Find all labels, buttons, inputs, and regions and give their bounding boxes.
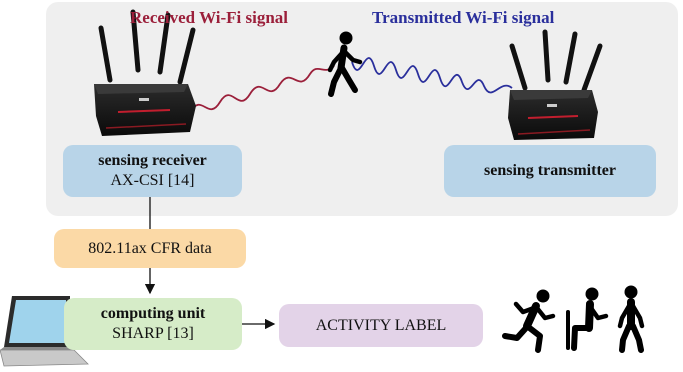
computing-unit-box: computing unit SHARP [13] (64, 298, 242, 350)
activity-label-text: ACTIVITY LABEL (315, 316, 447, 334)
cfr-data-box: 802.11ax CFR data (54, 229, 246, 268)
walking-person-icon (327, 31, 363, 97)
sensing-receiver-subtitle: AX-CSI [14] (110, 172, 195, 189)
sitting-person-icon (566, 287, 609, 351)
router-icon (94, 9, 196, 136)
sensing-transmitter-title: sensing transmitter (484, 162, 616, 179)
computing-unit-subtitle: SHARP [13] (112, 325, 194, 342)
router-icon (508, 29, 603, 140)
laptop-icon (0, 296, 89, 367)
transmitted-signal-label: Transmitted Wi-Fi signal (372, 8, 555, 27)
sensing-transmitter-box: sensing transmitter (444, 145, 656, 197)
running-person-icon (502, 289, 556, 353)
received-signal-wave (189, 65, 335, 113)
transmitted-signal-wave (351, 57, 513, 94)
computing-unit-title: computing unit (100, 305, 206, 322)
sensing-receiver-title: sensing receiver (98, 152, 207, 169)
activity-label-box: ACTIVITY LABEL (279, 304, 483, 347)
standing-person-icon (617, 285, 645, 353)
sensing-receiver-box: sensing receiver AX-CSI [14] (63, 145, 242, 197)
received-signal-label: Received Wi-Fi signal (130, 8, 289, 27)
cfr-data-label: 802.11ax CFR data (88, 239, 212, 257)
